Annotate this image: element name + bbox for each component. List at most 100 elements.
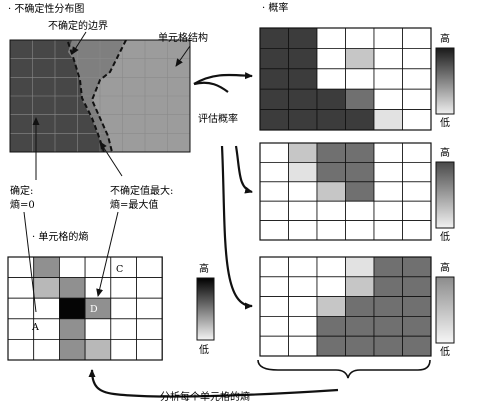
legend-high-label: 高: [440, 146, 450, 159]
grid-cell: [288, 200, 318, 221]
grid-cell: [345, 68, 375, 90]
grid-cell: [402, 48, 432, 70]
legend-high-label: 高: [440, 32, 450, 45]
grid-border: [259, 256, 432, 357]
grid-cell: [373, 256, 403, 278]
estimate-probability-label: 评估概率: [198, 112, 238, 125]
grid-cell: [373, 315, 403, 337]
grid-cell: [110, 338, 137, 361]
grid-cell: [316, 68, 346, 90]
probability-grid-1: [259, 27, 432, 131]
grid-cell: [259, 335, 289, 357]
grid-cell: [402, 335, 432, 357]
grid-cell: [259, 296, 289, 317]
grid-cell: [316, 142, 346, 163]
legend-high-label: 高: [440, 261, 450, 274]
grid-cell: [84, 297, 112, 320]
grid-cell: [136, 297, 163, 320]
legend-bar-prob3: [435, 276, 455, 344]
grid-cell: [373, 200, 403, 221]
grid-cell: [110, 256, 137, 279]
legend-low-label: 低: [440, 230, 450, 243]
entropy-grid: [7, 256, 163, 361]
probability-title: · 概率: [262, 1, 288, 14]
grid-cell: [288, 335, 318, 357]
grid-cell: [345, 296, 375, 317]
grid-cell: [288, 276, 318, 297]
grid-cell: [259, 48, 289, 70]
grid-cell: [288, 181, 318, 202]
grid-cell: [373, 276, 403, 297]
grid-cell: [402, 161, 432, 183]
grid-cell: [259, 181, 289, 202]
grid-cell: [316, 27, 346, 49]
max-uncertain-label-line2: 熵=最大值: [110, 198, 158, 211]
grid-cell: [259, 220, 289, 241]
grid-cell: [402, 109, 432, 131]
grid-cell: [402, 315, 432, 337]
grid-cell: [373, 68, 403, 90]
legend-bar-prob2: [435, 161, 455, 229]
grid-cell: [402, 220, 432, 241]
grid-cell: [316, 200, 346, 221]
pointer-max-to-d: [96, 211, 119, 297]
grid-cell: [345, 181, 375, 202]
grid-cell: [345, 27, 375, 49]
probability-grid-3: [259, 256, 432, 357]
legend-high-label: 高: [199, 262, 209, 275]
grids: [7, 27, 432, 361]
grid-cell: [345, 161, 375, 183]
legend-prob2: 高 低: [435, 146, 455, 243]
grid-cell: [345, 315, 375, 337]
grid-cell: [33, 297, 60, 320]
grid-cell: [7, 338, 35, 361]
grid-cell: [33, 277, 60, 299]
grid-cell: [402, 27, 432, 49]
grid-cell: [59, 277, 86, 299]
grid-cell: [402, 200, 432, 221]
grid-cell: [84, 318, 112, 340]
grid-cell: [316, 48, 346, 70]
grid-cell: [110, 318, 137, 340]
legend-entropy: 高 低: [196, 262, 215, 356]
grid-cell: [288, 142, 318, 163]
legend-bar-entropy: [196, 277, 215, 341]
grid-cell: [288, 48, 318, 70]
grid-cell: [373, 296, 403, 317]
arrow-to-prob1: [193, 72, 253, 85]
grid-cell: [33, 338, 60, 361]
cell-b-label: B: [117, 284, 124, 295]
uncertain-boundary-right: [90, 39, 127, 153]
grid-cell: [288, 109, 318, 131]
brace-bottom: [257, 359, 431, 379]
grid-cell: [110, 297, 137, 320]
uncertain-boundary-label: 不确定的边界: [48, 19, 108, 32]
grid-cell: [402, 88, 432, 110]
grid-cell: [345, 220, 375, 241]
grid-cell: [373, 88, 403, 110]
grid-cell: [7, 277, 35, 299]
legend-prob3: 高 低: [435, 261, 455, 358]
cell-entropy-title: · 单元格的熵: [32, 230, 88, 243]
arrow-analyze: [88, 369, 339, 398]
grid-border: [7, 256, 163, 361]
grid-cell: [288, 88, 318, 110]
grid-cell: [259, 142, 289, 163]
cell-a-label: A: [31, 322, 39, 333]
grid-cell: [59, 318, 86, 340]
pointer-cell-structure: [175, 45, 191, 67]
grid-cell: [373, 161, 403, 183]
certain-label-line1: 确定:: [10, 184, 33, 197]
grid-cell: [345, 335, 375, 357]
grid-cell: [402, 181, 432, 202]
grid-cell: [259, 68, 289, 90]
arrow-to-prob2: [234, 145, 253, 194]
grid-cell: [288, 315, 318, 337]
grid-cell: [402, 142, 432, 163]
grid-cell: [316, 109, 346, 131]
arrow-prob-fork: [193, 81, 229, 93]
labels: · 不确定性分布图 不确定的边界 单元格结构 · 概率 评估概率 确定: 熵=0…: [8, 1, 288, 403]
grid-border: [259, 142, 432, 241]
uncertain-boundary-left: [67, 41, 105, 153]
